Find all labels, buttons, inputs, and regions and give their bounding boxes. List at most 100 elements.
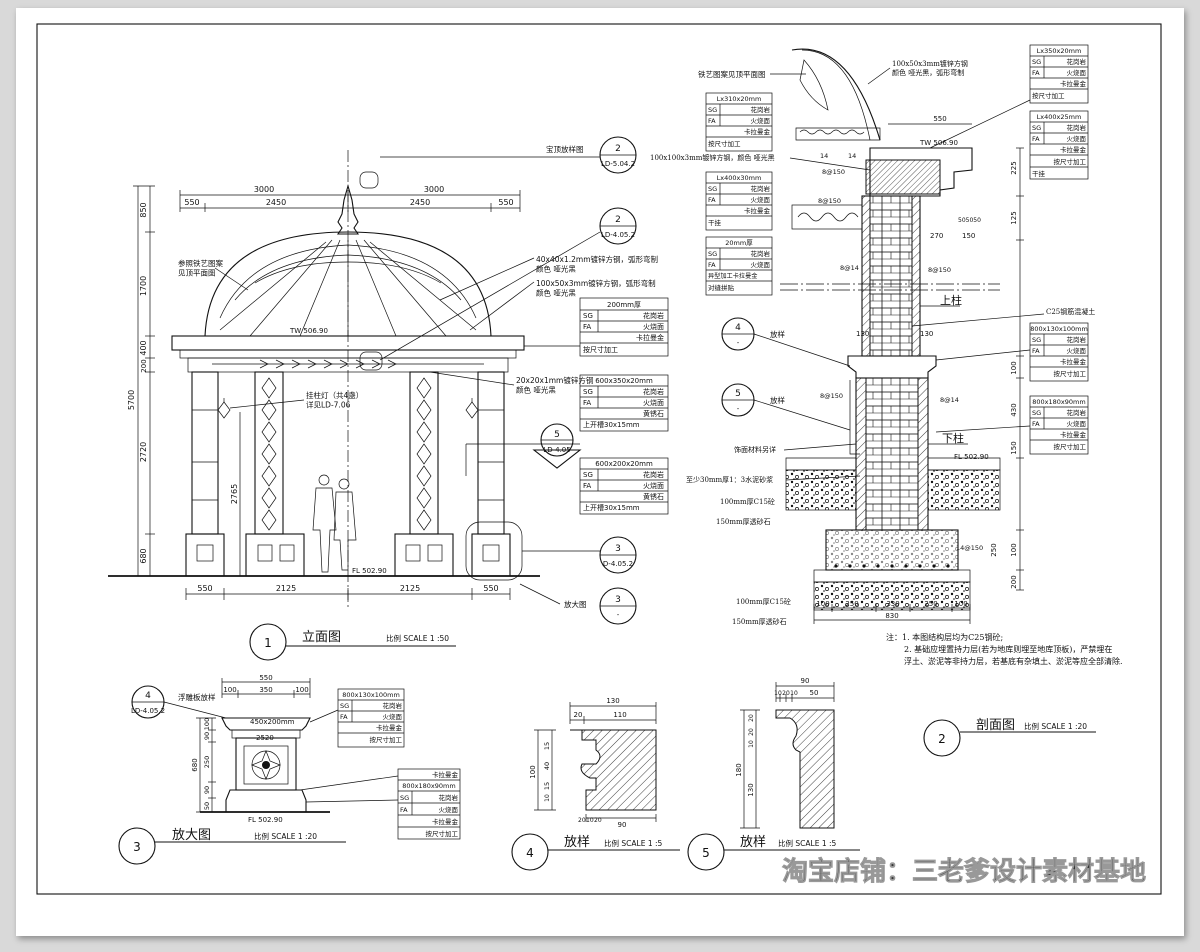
- callout-beam: 2 LD-4.05.2: [359, 207, 637, 371]
- svg-text:8@150: 8@150: [818, 197, 841, 205]
- detail4-scale: 比例 SCALE 1 :5: [604, 838, 662, 848]
- svg-text:8@150: 8@150: [822, 168, 845, 176]
- section-tw-level: TW 506.90: [919, 139, 958, 147]
- svg-text:花岗岩: 花岗岩: [439, 793, 459, 802]
- svg-text:火烧面: 火烧面: [1067, 346, 1087, 355]
- svg-text:100x50x3mm镀锌方钢颜色 哑光黑，弧形弯制: 100x50x3mm镀锌方钢颜色 哑光黑，弧形弯制: [892, 59, 968, 77]
- label-lower-column: 下柱: [942, 431, 964, 445]
- svg-text:LD-5.04.2: LD-5.04.2: [601, 160, 635, 168]
- svg-text:150mm厚透砂石: 150mm厚透砂石: [732, 617, 787, 626]
- spec-table-column-2: 600x200x20mm SG 花岗岩 FA 火烧面 黄锈石 上开槽30x15m…: [579, 457, 669, 515]
- svg-text:花岗岩: 花岗岩: [751, 249, 771, 258]
- svg-text:按尺寸加工: 按尺寸加工: [708, 139, 741, 148]
- dim-left-6: 680: [139, 548, 148, 563]
- svg-text:200: 200: [1010, 575, 1018, 588]
- svg-text:花岗岩: 花岗岩: [1067, 408, 1087, 417]
- svg-text:8@150: 8@150: [820, 392, 843, 400]
- section-note-2: 2. 基础应埋置持力层(若为地库则埋至地库顶板)，严禁埋在: [904, 644, 1112, 654]
- svg-text:15: 15: [543, 782, 551, 790]
- svg-text:14@150: 14@150: [956, 544, 983, 552]
- people-figure-icon: [312, 474, 357, 573]
- section-note-3: 浮土、淤泥等非持力层，若基底有杂填土、淤泥等应全部清除.: [904, 656, 1123, 666]
- view-number: 1: [264, 636, 272, 650]
- callout-detail-3: 3 D-4.05.2: [465, 521, 637, 581]
- svg-text:花岗岩: 花岗岩: [751, 184, 771, 193]
- svg-text:40: 40: [543, 762, 551, 770]
- svg-text:10: 10: [586, 817, 594, 824]
- detail3-callout: 4 LD-4.05.2 浮雕板放样: [131, 685, 227, 719]
- svg-text:20: 20: [748, 714, 755, 722]
- svg-text:Lx400x25mm: Lx400x25mm: [1037, 113, 1082, 121]
- svg-text:卡拉曼金: 卡拉曼金: [636, 333, 664, 342]
- dim-top-overall-2: 3000: [424, 185, 444, 194]
- svg-text:200mm厚: 200mm厚: [607, 301, 641, 309]
- svg-text:100: 100: [223, 686, 236, 694]
- svg-text:15: 15: [543, 742, 551, 750]
- svg-text:LD-4.05: LD-4.05: [543, 446, 570, 454]
- svg-text:卡拉曼金: 卡拉曼金: [1060, 357, 1087, 366]
- svg-text:卡拉曼金: 卡拉曼金: [432, 770, 459, 779]
- svg-text:150: 150: [1010, 441, 1018, 454]
- spec-table-20mm: 20mm厚 SG 花岗岩 FA 火烧面 异型加工卡拉曼金 对缝拼贴: [705, 236, 773, 296]
- dim-top-3: 2450: [410, 198, 430, 207]
- column-left-inner: [245, 371, 305, 577]
- dim-top-1: 550: [184, 198, 199, 207]
- section-view: 100 250 330 250 100 830 225 125 100 430 …: [650, 44, 1123, 757]
- detail-3-view: 550 100 350 100 450x200mm 2520 100 90 25…: [118, 674, 461, 865]
- svg-text:2: 2: [615, 144, 621, 154]
- spec-table-column-1: 600x350x20mm SG 花岗岩 FA 火烧面 黄锈石 上开槽30x15m…: [579, 374, 669, 432]
- svg-text:600x350x20mm: 600x350x20mm: [595, 377, 653, 385]
- svg-text:至少30mm厚1：3水泥砂浆: 至少30mm厚1：3水泥砂浆: [686, 475, 773, 484]
- dim-left-1: 850: [139, 202, 148, 217]
- note-pattern: 参照铁艺图案见顶平面图: [178, 258, 223, 277]
- svg-text:100: 100: [295, 686, 308, 694]
- section-callout-4: 4 - 放样: [721, 317, 851, 367]
- svg-text:火烧面: 火烧面: [439, 805, 459, 814]
- svg-text:按尺寸加工: 按尺寸加工: [583, 345, 618, 354]
- lamp-left-icon: [217, 398, 231, 419]
- svg-text:SG: SG: [1032, 58, 1041, 66]
- svg-text:SG: SG: [583, 388, 593, 396]
- svg-text:100: 100: [1010, 543, 1018, 556]
- svg-text:LD-4.05.2: LD-4.05.2: [131, 707, 165, 715]
- section-scale: 比例 SCALE 1 :20: [1024, 721, 1087, 731]
- column-right-inner: [394, 371, 454, 577]
- svg-text:2520: 2520: [256, 734, 274, 742]
- dim-left-2: 1700: [139, 276, 148, 296]
- svg-text:FA: FA: [708, 261, 716, 269]
- view-scale: 比例 SCALE 1 :50: [386, 633, 449, 643]
- dim-top-4: 550: [498, 198, 513, 207]
- svg-text:SG: SG: [708, 106, 717, 114]
- dim-bottom-2: 2125: [276, 584, 296, 593]
- svg-text:330: 330: [886, 600, 899, 608]
- spec-table-lx400-25: Lx400x25mm SG 花岗岩 FA 火烧面 卡拉曼金 按尺寸加工 干挂: [1029, 110, 1089, 180]
- svg-text:花岗岩: 花岗岩: [1067, 123, 1087, 132]
- svg-text:放样: 放样: [770, 329, 785, 339]
- watermark: 淘宝店铺：三老爹设计素材基地: [782, 856, 1146, 887]
- detail3-title: 放大图: [172, 828, 211, 843]
- spec-table-cornice: 200mm厚 SG 花岗岩 FA 火烧面 卡拉曼金 按尺寸加工: [579, 297, 669, 357]
- svg-text:20: 20: [594, 817, 602, 824]
- svg-text:800x130x100mm: 800x130x100mm: [1030, 325, 1088, 333]
- detail3-number-circle: [118, 827, 156, 865]
- svg-text:花岗岩: 花岗岩: [643, 311, 664, 320]
- svg-text:黄锈石: 黄锈石: [643, 409, 664, 418]
- svg-text:上开槽30x15mm: 上开槽30x15mm: [583, 420, 640, 429]
- section-fl-level: FL 502.90: [954, 453, 989, 461]
- svg-text:FA: FA: [340, 713, 348, 721]
- svg-text:8@150: 8@150: [928, 266, 951, 274]
- dim-light-height: 2765: [230, 484, 239, 504]
- spec-table-lx400-30: Lx400x30mm SG 花岗岩 FA 火烧面 卡拉曼金 干挂: [705, 171, 773, 231]
- svg-text:卡拉曼金: 卡拉曼金: [1060, 145, 1087, 154]
- note-steel-100: 100x50x3mm镀锌方钢，弧形弯制颜色 哑光黑: [536, 278, 656, 297]
- svg-text:20: 20: [578, 817, 586, 824]
- spec-table-lx310: Lx310x20mm SG 花岗岩 FA 火烧面 卡拉曼金 按尺寸加工: [705, 92, 773, 152]
- lamp-right-icon: [465, 398, 479, 419]
- svg-text:卡拉曼金: 卡拉曼金: [744, 127, 771, 136]
- section-number-circle: [923, 719, 961, 757]
- detail4-number-circle: [511, 833, 549, 871]
- svg-text:花岗岩: 花岗岩: [1067, 335, 1087, 344]
- svg-text:-: -: [737, 405, 740, 413]
- dim-bottom-3: 2125: [400, 584, 420, 593]
- svg-text:150: 150: [962, 232, 975, 240]
